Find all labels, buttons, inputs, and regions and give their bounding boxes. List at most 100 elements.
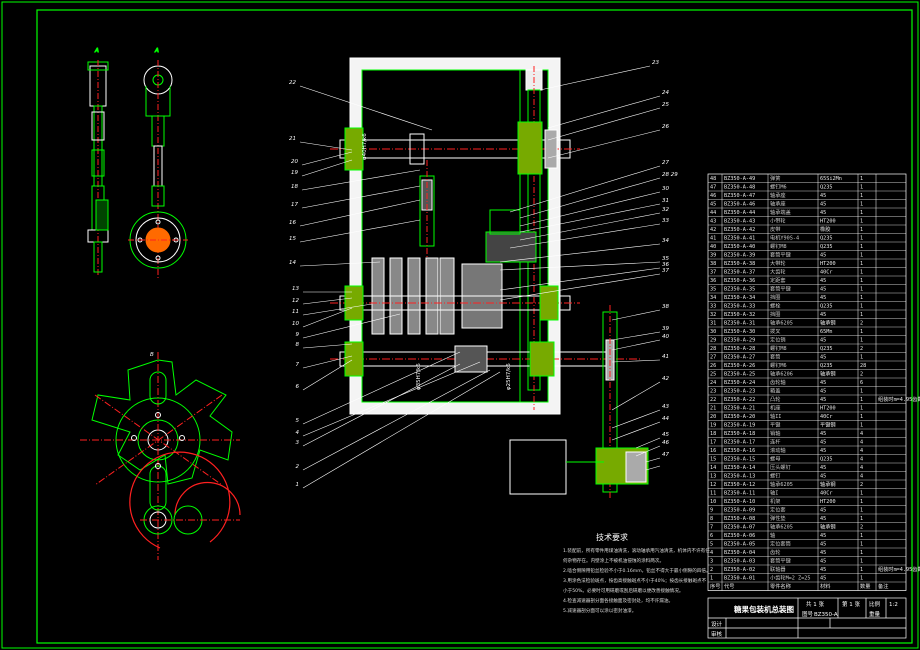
bom-header-remark: 备注 [878,582,888,590]
bom-cell-no: 24 [710,380,716,386]
tech-req-title: 技术要求 [596,532,628,542]
bom-cell-no: 33 [710,304,716,310]
bom-cell-name: 定位套 [770,506,786,514]
callout-right: 37 [662,268,669,274]
bom-cell-material: 45 [820,508,826,514]
bom-cell-code: BZ350-A-48 [724,185,755,191]
bom-cell-qty: 1 [860,491,863,497]
bom-cell-code: BZ350-A-24 [724,380,755,386]
bom-cell-no: 39 [710,253,716,259]
callout-right: 23 [652,60,659,66]
bom-cell-qty: 1 [860,312,863,318]
callout-left: 14 [289,260,296,266]
sheet-total: 共 1 张 [806,600,824,608]
bom-cell-name: 套筒平键 [770,557,791,565]
bom-cell-name: 螺母 [770,455,780,463]
bom-cell-no: 12 [710,482,716,488]
bom-cell-material: 轴承钢 [820,480,836,488]
bom-cell-name: 小齿轮M=2 Z=25 [770,574,811,582]
bom-cell-qty: 28 [860,363,866,369]
bom-cell-code: BZ350-A-37 [724,270,755,276]
bom-cell-no: 45 [710,202,716,208]
bom-cell-name: 箱盖 [770,387,780,395]
bom-cell-qty: 1 [860,355,863,361]
bom-cell-qty: 1 [860,219,863,225]
bom-cell-code: BZ350-A-16 [724,448,755,454]
bom-cell-material: 轴承钢 [820,523,836,531]
bom-cell-material: 45 [820,567,826,573]
bom-cell-material: Q235 [820,346,833,352]
bom-cell-code: BZ350-A-15 [724,457,755,463]
callout-left: 17 [291,202,298,208]
fit-note-upper: φ40H7/k6 [362,133,368,160]
tech-req-line: 何杂物存在。内壁涂上不被机油侵蚀的涂料两次。 [563,557,664,564]
bom-cell-no: 3 [710,559,713,565]
bom-cell-name: 联轴器 [770,565,786,573]
callout-left: 22 [289,80,296,86]
bom-cell-qty: 1 [860,210,863,216]
bom-cell-name: 套筒平键 [770,285,791,293]
bom-cell-name: 弹性垫 [770,514,786,522]
bom-cell-name: 套筒 [770,353,780,361]
callout-right: 42 [662,376,669,382]
fit-note-lower-2: φ25H7/k6 [506,363,512,390]
bom-cell-no: 43 [710,219,716,225]
bom-cell-code: BZ350-A-17 [724,440,755,446]
bom-cell-code: BZ350-A-10 [724,499,755,505]
callout-right: 33 [662,218,669,224]
bom-cell-material: 40Cr [820,270,833,276]
bom-cell-no: 19 [710,423,716,429]
bom-cell-code: BZ350-A-19 [724,423,755,429]
bom-cell-material: Q235 [820,185,833,191]
bom-cell-no: 26 [710,363,716,369]
bom-cell-qty: 1 [860,185,863,191]
bom-cell-name: 螺栓 [770,302,781,310]
callout-left: 13 [292,286,299,292]
bom-cell-name: 拨叉 [770,327,780,335]
bom-cell-qty: 1 [860,338,863,344]
bom-cell-qty: 1 [860,253,863,259]
bom-cell-no: 46 [710,193,716,199]
callout-left: 11 [292,309,299,315]
bom-cell-no: 7 [710,525,713,531]
bom-header-code: 代号 [724,582,734,590]
bom-cell-no: 20 [710,414,716,420]
bom-cell-material: Q235 [820,363,833,369]
bom-header-name: 零件名称 [770,582,791,590]
callout-left: 16 [289,220,296,226]
bom-cell-no: 18 [710,431,716,437]
bom-header-material: 材料 [820,582,830,590]
bom-cell-qty: 4 [860,474,863,480]
bom-cell-no: 4 [710,550,713,556]
bom-cell-no: 28 [710,346,716,352]
bom-cell-qty: 2 [860,482,863,488]
callout-left: 2 [296,464,300,470]
bom-cell-no: 37 [710,270,716,276]
bom-cell-no: 9 [710,508,713,514]
tech-req-line: 1.装配前，所有零件用煤油清洗，滚动轴承用汽油清洗，机体内不许有任 [563,547,710,554]
bom-cell-qty: 1 [860,508,863,514]
bom-cell-name: 定位套筒 [770,540,791,548]
bom-cell-code: BZ350-A-36 [724,278,755,284]
bom-cell-code: BZ350-A-42 [724,227,755,233]
